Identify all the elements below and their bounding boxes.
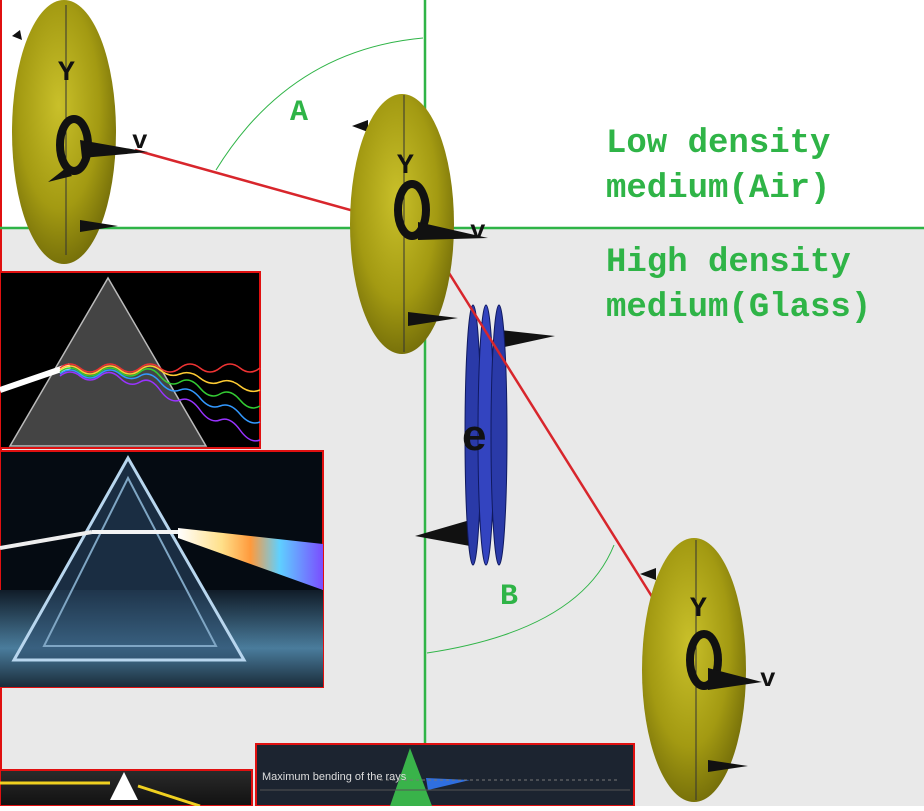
angle-arc-a [215, 37, 424, 171]
high-density-medium-label: medium(Glass) [606, 289, 871, 327]
disk3-v-label: v [760, 664, 776, 694]
electron-oscillator-icon [415, 304, 555, 566]
field-disk-icon [640, 538, 762, 802]
electron-label: e [462, 411, 486, 460]
disk3-y-label: Y [690, 594, 707, 625]
ray-diagram-inset [0, 769, 253, 808]
high-density-label: High density [606, 244, 851, 282]
prism-spectrum-icon [0, 450, 324, 688]
field-disk-icon [12, 0, 148, 264]
low-density-label: Low density [606, 125, 830, 163]
disk2-y-label: Y [397, 151, 414, 182]
disk1-y-label: Y [58, 58, 75, 89]
disk2-v-label: v [470, 216, 486, 246]
inset-caption: Maximum bending of the rays [262, 771, 407, 783]
prism-wave-icon [0, 271, 261, 449]
angle-arc-b [426, 544, 615, 654]
field-disk-icon [350, 94, 488, 354]
low-density-medium-label: medium(Air) [606, 170, 830, 208]
disk1-v-label: v [132, 126, 148, 156]
angle-b-label: B [500, 580, 518, 614]
angle-a-label: A [290, 96, 308, 130]
max-bending-inset [255, 743, 635, 807]
